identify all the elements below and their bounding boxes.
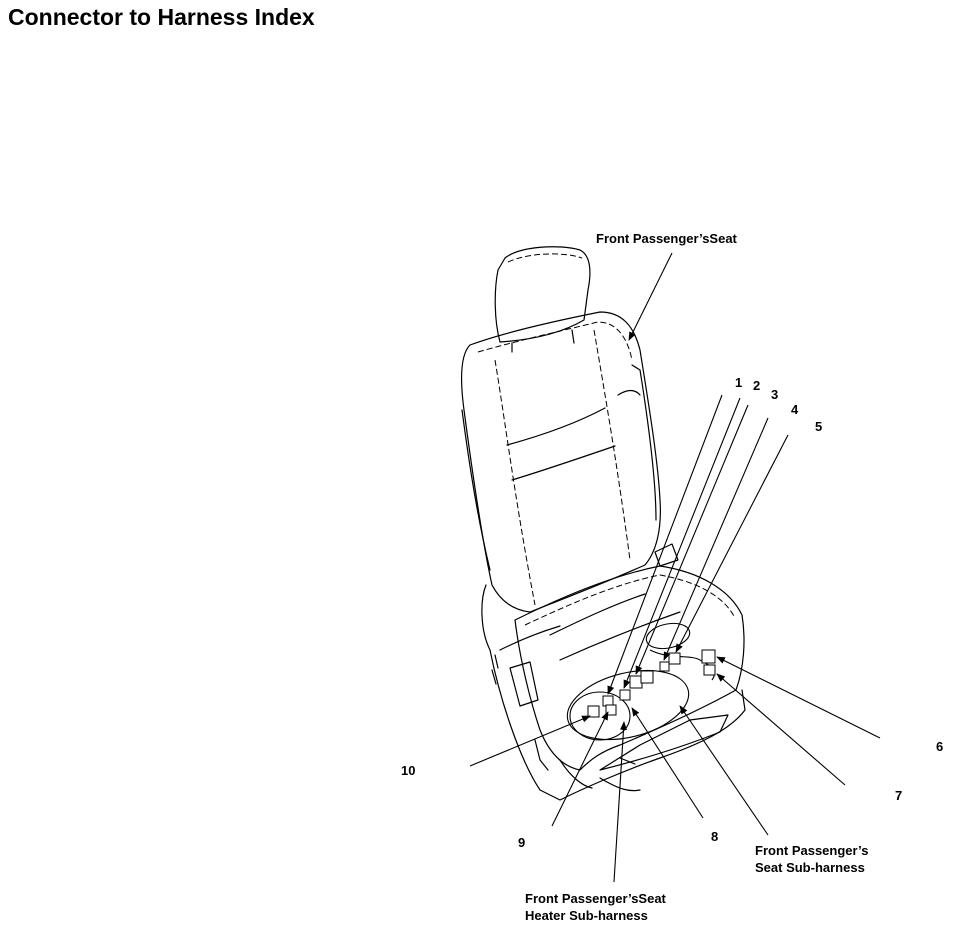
seat-base xyxy=(481,584,746,801)
page-title: Connector to Harness Index xyxy=(8,4,315,30)
label-heater-sub-harness-line1: Front Passenger’sSeat xyxy=(525,891,666,906)
callout-5: 5 xyxy=(815,419,823,434)
callout-7: 7 xyxy=(895,788,903,803)
callout-2: 2 xyxy=(753,378,761,393)
leader-3 xyxy=(635,404,749,675)
label-heater-sub-harness: Front Passenger’sSeat Heater Sub-harness xyxy=(525,890,666,924)
leader-9 xyxy=(551,711,609,827)
seat-cushion xyxy=(514,565,745,771)
callout-9: 9 xyxy=(518,835,526,850)
seat-back xyxy=(460,311,661,613)
leader-7 xyxy=(716,673,846,786)
heater-sub-harness-loop xyxy=(569,691,631,741)
callout-8: 8 xyxy=(711,829,719,844)
label-seat-sub-harness: Front Passenger’s Seat Sub-harness xyxy=(755,842,868,876)
leader-1 xyxy=(607,394,723,695)
leader-seat xyxy=(628,252,673,341)
leader-lines xyxy=(469,252,881,883)
callout-10: 10 xyxy=(401,763,416,778)
label-heater-sub-harness-line2: Heater Sub-harness xyxy=(525,908,648,923)
callout-1: 1 xyxy=(735,375,743,390)
callout-3: 3 xyxy=(771,387,779,402)
leader-8 xyxy=(631,707,704,819)
leader-10 xyxy=(469,715,591,767)
label-front-passenger-seat: Front Passenger’sSeat xyxy=(596,231,737,246)
label-seat-sub-harness-line2: Seat Sub-harness xyxy=(755,860,865,875)
headrest xyxy=(494,246,591,353)
leader-6 xyxy=(716,656,881,739)
leader-2 xyxy=(623,397,741,689)
leader-4 xyxy=(663,417,769,661)
leader-5 xyxy=(675,434,789,653)
connectors xyxy=(587,649,716,718)
callout-6: 6 xyxy=(936,739,944,754)
leader-heater-harness xyxy=(613,721,628,883)
leader-sub-harness xyxy=(679,705,769,836)
callout-4: 4 xyxy=(791,402,799,417)
label-seat-sub-harness-line1: Front Passenger’s xyxy=(755,843,869,858)
